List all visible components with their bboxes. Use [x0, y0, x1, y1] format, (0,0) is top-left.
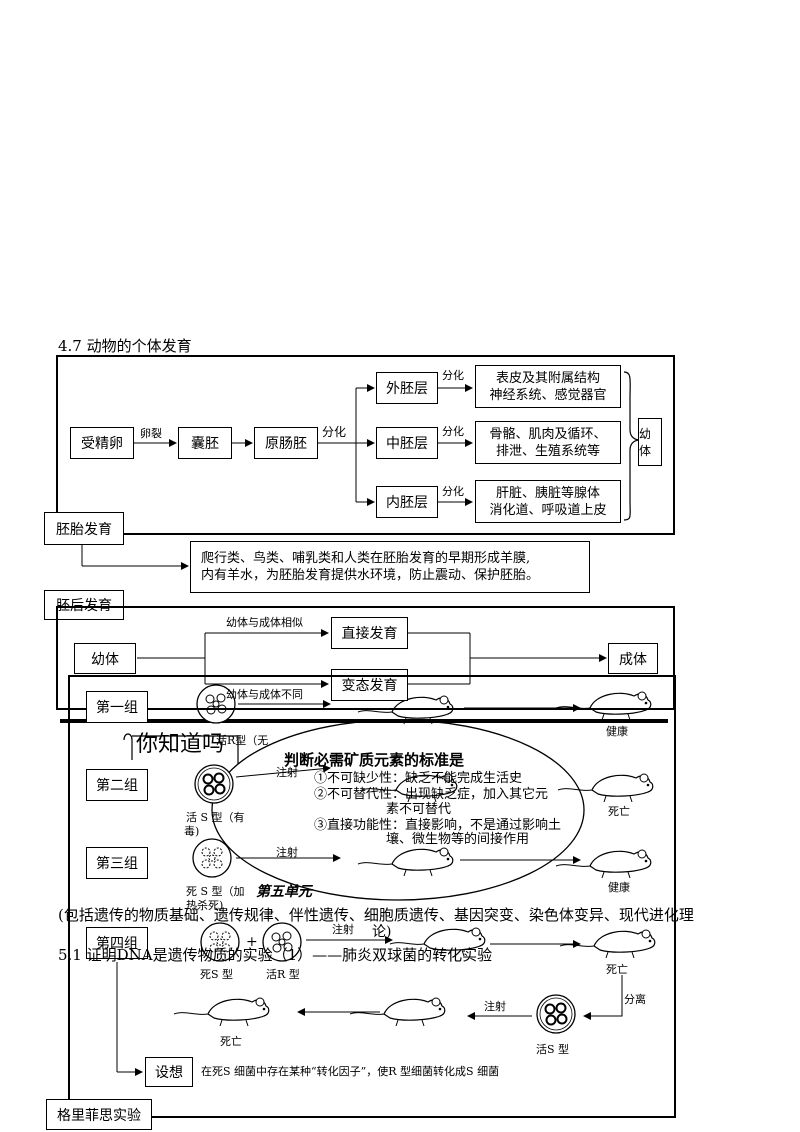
ectoderm-result: 表皮及其附属结构 神经系统、感觉器官: [475, 365, 621, 408]
unit5-scope: (包括遗传的物质基础、遗传规律、伴性遗传、细胞质遗传、基因突变、染色体变异、现代…: [58, 906, 694, 924]
mesoderm-result: 骨骼、肌肉及循环、 排泄、生殖系统等: [475, 421, 621, 464]
unit5-title: 第五单元: [256, 884, 312, 900]
embryo-frame: [56, 355, 675, 535]
blastula-box: 囊胚: [178, 427, 232, 459]
amnion-note-line1: 爬行类、鸟类、哺乳类和人类在胚胎发育的早期形成羊膜,: [201, 551, 531, 566]
amnion-note-line2: 内有羊水，为胚胎发育提供水环境，防止震动、保护胚胎。: [201, 568, 540, 583]
differentiation-label-4: 分化: [442, 485, 464, 498]
mineral-line2: ②不可替代性：出现缺乏症，加入其它元: [314, 787, 549, 802]
cleavage-label: 卵裂: [140, 427, 162, 440]
ectoderm-result-line1: 表皮及其附属结构: [495, 370, 600, 386]
endoderm-result: 肝脏、胰脏等腺体 消化道、呼吸道上皮: [475, 480, 621, 523]
fertilized-egg-box: 受精卵: [70, 427, 134, 459]
did-you-know-banner: 你知道吗: [136, 732, 225, 757]
group2-box: 第二组: [86, 769, 148, 801]
hypothesis-box: 设想: [145, 1057, 193, 1087]
s-type-dead-label: 死 S 型（加: [186, 885, 245, 898]
healthy-label-1: 健康: [606, 725, 628, 738]
dead-s-label: 死S 型: [200, 968, 234, 981]
s-type-dead-label2: 热杀死): [186, 899, 224, 912]
mesoderm-result-line1: 骨骼、肌肉及循环、: [489, 426, 607, 442]
section-title: 4.7 动物的个体发育: [58, 337, 192, 355]
griffith-frame: [68, 675, 676, 1118]
inject-label-3: 注射: [276, 846, 298, 859]
differentiation-label-3: 分化: [442, 425, 464, 438]
mineral-title: 判断必需矿质元素的标准是: [284, 751, 465, 769]
separate-label: 分离: [624, 993, 646, 1006]
griffith-label: 格里菲思实验: [46, 1099, 152, 1130]
live-r-label: 活R 型: [266, 968, 300, 981]
group1-box: 第一组: [86, 691, 148, 723]
juvenile-side-box: 幼体: [638, 418, 662, 466]
dead-label-5: 死亡: [220, 1035, 242, 1048]
dead-label-4: 死亡: [606, 963, 628, 976]
plus-sign: +: [246, 934, 258, 950]
mineral-ellipse: [211, 719, 585, 901]
inject-label-2: 注射: [276, 766, 298, 779]
r-type-live-label: 活R型（无: [216, 734, 269, 747]
dead-label-2: 死亡: [608, 805, 630, 818]
s-type-live-label: 活 S 型（有: [186, 811, 245, 824]
postembryo-frame: [56, 606, 675, 710]
different-label: 幼体与成体不同: [226, 688, 303, 701]
group3-box: 第三组: [86, 847, 148, 879]
adult-box: 成体: [608, 643, 658, 674]
mineral-line2b: 素不可替代: [386, 802, 452, 817]
endoderm-box: 内胚层: [376, 486, 438, 518]
section-51-title: 5.1 证明DNA是遗传物质的实验（1）——肺炎双球菌的转化实验: [58, 946, 493, 964]
mesoderm-box: 中胚层: [376, 427, 438, 459]
endoderm-result-line1: 肝脏、胰脏等腺体: [495, 485, 600, 501]
inject-label-4: 注射: [332, 923, 354, 936]
unit5-scope-tail: 论): [372, 924, 392, 940]
amnion-note: 爬行类、鸟类、哺乳类和人类在胚胎发育的早期形成羊膜, 内有羊水，为胚胎发育提供水…: [190, 541, 590, 593]
inject-label-5: 注射: [484, 1000, 506, 1013]
healthy-label-3: 健康: [608, 881, 630, 894]
similar-label: 幼体与成体相似: [226, 616, 303, 629]
group4-box: 第四组: [86, 927, 148, 959]
juvenile-box: 幼体: [74, 643, 136, 674]
s-type-live-label2: 毒): [184, 825, 200, 838]
embryo-label: 胚胎发育: [44, 512, 124, 545]
differentiation-label: 分化: [322, 425, 347, 439]
endoderm-result-line2: 消化道、呼吸道上皮: [489, 502, 607, 518]
differentiation-label-2: 分化: [442, 369, 464, 382]
mineral-line3: ③直接功能性：直接影响，不是通过影响土: [314, 818, 562, 833]
gastrula-box: 原肠胚: [254, 427, 318, 459]
hypothesis-text: 在死S 细菌中存在某种“转化因子”，使R 型细菌转化成S 细菌: [201, 1065, 500, 1078]
live-s-label: 活S 型: [536, 1043, 570, 1056]
direct-dev-box: 直接发育: [331, 617, 408, 649]
mineral-line3b: 壤、微生物等的间接作用: [386, 832, 530, 847]
mesoderm-result-line2: 排泄、生殖系统等: [495, 443, 600, 459]
mineral-line1: ①不可缺少性：缺乏不能完成生活史: [314, 771, 523, 786]
metamorphosis-box: 变态发育: [331, 669, 408, 701]
ectoderm-result-line2: 神经系统、感觉器官: [489, 387, 607, 403]
ectoderm-box: 外胚层: [376, 372, 438, 404]
